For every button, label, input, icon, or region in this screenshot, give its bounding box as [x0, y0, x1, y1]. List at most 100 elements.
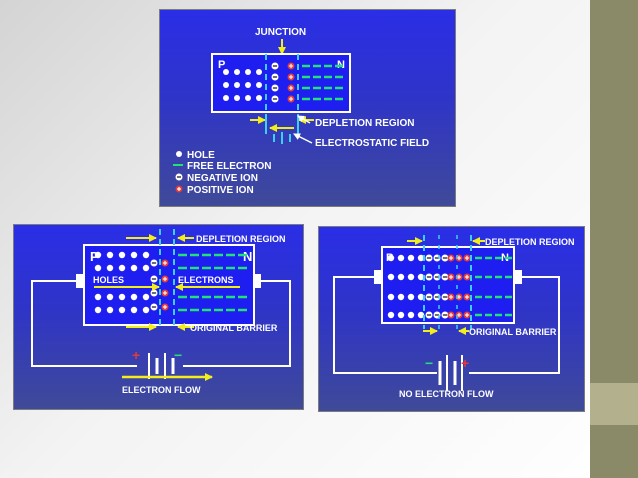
hole-dot [417, 273, 425, 281]
pn-junction-panel: JUNCTION P N DEPLETION REGION ELECTROSTA… [159, 9, 456, 207]
battery-minus-sign: − [174, 347, 182, 363]
positive-ion [447, 254, 455, 262]
hole-dot [256, 82, 262, 88]
hole-dot [118, 251, 126, 259]
legend-electron-label: FREE ELECTRON [187, 161, 271, 172]
depletion-region-label: DEPLETION REGION [485, 237, 575, 247]
hole-dot [106, 293, 114, 301]
negative-ion [271, 84, 279, 92]
positive-ion [463, 273, 471, 281]
hole-dot [387, 254, 395, 262]
positive-ions [161, 259, 169, 311]
legend-negative-ion-label: NEGATIVE ION [187, 173, 258, 184]
positive-ion [463, 293, 471, 301]
hole-dot [223, 95, 229, 101]
free-electrons [475, 256, 512, 317]
battery-minus-sign: − [425, 355, 433, 371]
positive-ion [447, 311, 455, 319]
hole-dot [407, 254, 415, 262]
hole-dot [387, 311, 395, 319]
positive-ion [287, 62, 295, 70]
battery-symbol [438, 355, 463, 391]
negative-ion [425, 273, 433, 281]
positive-ion [161, 289, 169, 297]
negative-ion [441, 311, 449, 319]
positive-ions [287, 62, 295, 103]
hole-dot [94, 293, 102, 301]
depletion-region-label: DEPLETION REGION [196, 234, 286, 244]
terminal-left [76, 274, 84, 288]
positive-ion [447, 293, 455, 301]
hole-dot [397, 273, 405, 281]
original-barrier-label: ORIGINAL BARRIER [469, 327, 557, 337]
legend-positive-ion-label: POSITIVE ION [187, 185, 254, 196]
no-electron-flow-label: NO ELECTRON FLOW [399, 389, 494, 399]
free-electrons [302, 64, 343, 101]
hole-dot [397, 254, 405, 262]
negative-ion [271, 62, 279, 70]
negative-ion [150, 259, 158, 267]
hole-dot [417, 293, 425, 301]
hole-dot [142, 306, 150, 314]
negative-ion [425, 254, 433, 262]
hole-dot [397, 311, 405, 319]
hole-dot [407, 273, 415, 281]
side-decoration-accent [590, 383, 638, 425]
positive-ion [287, 95, 295, 103]
p-region-label: P [218, 59, 225, 71]
circuit-wire-left [31, 280, 137, 367]
electron-flow-label: ELECTRON FLOW [122, 385, 201, 395]
field-pointer [293, 133, 313, 144]
legend-positive-ion-icon [175, 185, 183, 193]
positive-ion [161, 275, 169, 283]
battery-symbol [148, 353, 175, 379]
terminal-right [253, 274, 261, 288]
electrostatic-field-label: ELECTROSTATIC FIELD [315, 138, 429, 149]
hole-dots [387, 254, 425, 319]
holes-label: HOLES [93, 275, 124, 285]
positive-ion [447, 273, 455, 281]
hole-dot [94, 306, 102, 314]
hole-dot [130, 264, 138, 272]
terminal-right [514, 270, 522, 284]
hole-dot [130, 251, 138, 259]
depletion-region-label: DEPLETION REGION [315, 118, 414, 129]
junction-label: JUNCTION [255, 27, 306, 38]
hole-dot [245, 82, 251, 88]
hole-dot [142, 251, 150, 259]
negative-ion [441, 293, 449, 301]
negative-ion [271, 95, 279, 103]
hole-dot [130, 306, 138, 314]
hole-dot [94, 264, 102, 272]
electrons-label: ELECTRONS [178, 275, 234, 285]
negative-ion [441, 254, 449, 262]
n-region-label: N [243, 249, 252, 264]
positive-ion [287, 73, 295, 81]
battery-plus-sign: + [132, 347, 140, 363]
reverse-bias-panel: P N DEPLETION REGION ORIGINAL BARRIER − … [318, 226, 585, 412]
forward-bias-panel: P N DEPLETION REGION HOLES ELECTRONS ORI… [13, 224, 304, 410]
negative-ion [150, 289, 158, 297]
positive-ion [161, 259, 169, 267]
negative-ions [150, 259, 158, 311]
hole-dots [94, 251, 150, 314]
legend-hole-label: HOLE [187, 150, 215, 161]
crystal-block [211, 53, 351, 113]
hole-dot [245, 69, 251, 75]
hole-dot [130, 293, 138, 301]
original-barrier-label: ORIGINAL BARRIER [190, 323, 278, 333]
negative-ion [150, 275, 158, 283]
hole-dot [387, 293, 395, 301]
hole-dot [397, 293, 405, 301]
negative-ion [441, 273, 449, 281]
hole-dot [142, 293, 150, 301]
positive-ion [161, 303, 169, 311]
hole-dot [417, 254, 425, 262]
hole-dot [106, 251, 114, 259]
negative-ion [425, 311, 433, 319]
legend-negative-ion-icon [175, 173, 183, 181]
positive-ion [287, 84, 295, 92]
hole-dot [245, 95, 251, 101]
circuit-wire-right [183, 280, 291, 367]
battery-plus-sign: + [461, 355, 469, 371]
